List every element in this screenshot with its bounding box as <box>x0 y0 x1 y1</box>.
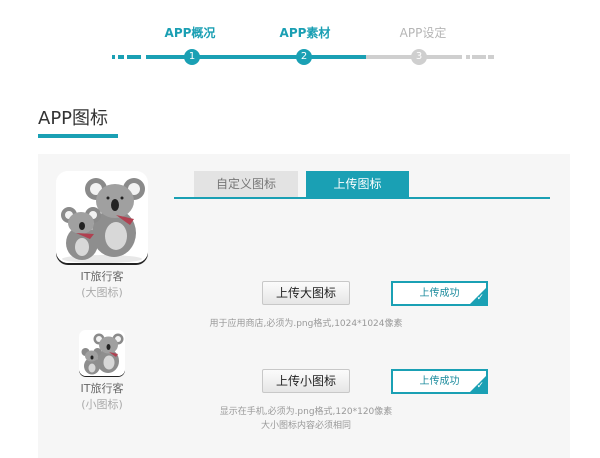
section-title-underline <box>38 134 118 138</box>
track-dash <box>488 55 494 59</box>
track-dash <box>466 55 470 59</box>
small-icon-preview <box>79 330 125 376</box>
small-icon-hint-line1: 显示在手机,必须为.png格式,120*120像素 <box>219 407 393 417</box>
koala-image-icon <box>79 330 125 376</box>
big-icon-preview <box>56 171 148 263</box>
step-label-overview[interactable]: APP概况 <box>164 26 216 40</box>
big-icon-type-label: (大图标) <box>81 286 123 299</box>
big-icon-app-name: IT旅行客 <box>80 270 124 283</box>
track-dash <box>118 55 124 59</box>
check-icon: ✓ <box>476 381 484 391</box>
koala-image-icon <box>56 171 148 263</box>
big-icon-upload-status: 上传成功 ✓ <box>391 281 488 306</box>
small-icon-app-name: IT旅行客 <box>80 382 124 395</box>
progress-stepper: APP概况 APP素材 APP设定 1 2 3 <box>0 0 600 80</box>
small-icon-hint-line2: 大小图标内容必须相同 <box>260 421 351 431</box>
small-icon-upload-status: 上传成功 ✓ <box>391 369 488 394</box>
step-1-dot: 1 <box>184 49 200 65</box>
upload-big-icon-button[interactable]: 上传大图标 <box>262 281 350 305</box>
step-label-settings[interactable]: APP设定 <box>399 26 447 40</box>
step-3-dot: 3 <box>411 49 427 65</box>
status-corner <box>469 287 486 304</box>
big-icon-hint: 用于应用商店,必须为.png格式,1024*1024像素 <box>209 319 403 329</box>
check-icon: ✓ <box>476 293 484 303</box>
track-dash <box>112 55 115 59</box>
status-text: 上传成功 <box>419 288 460 299</box>
track-completed <box>146 55 366 59</box>
tabs-underline <box>174 197 550 199</box>
upload-small-icon-button[interactable]: 上传小图标 <box>262 369 350 393</box>
step-label-assets[interactable]: APP素材 <box>279 26 331 40</box>
track-dash <box>472 55 486 59</box>
status-corner <box>469 375 486 392</box>
tab-upload-icon[interactable]: 上传图标 <box>306 171 409 198</box>
small-icon-type-label: (小图标) <box>81 398 123 411</box>
status-text: 上传成功 <box>419 376 460 387</box>
track-dash <box>127 55 141 59</box>
step-2-dot: 2 <box>296 49 312 65</box>
tab-custom-icon[interactable]: 自定义图标 <box>194 171 298 198</box>
section-title: APP图标 <box>38 108 109 129</box>
